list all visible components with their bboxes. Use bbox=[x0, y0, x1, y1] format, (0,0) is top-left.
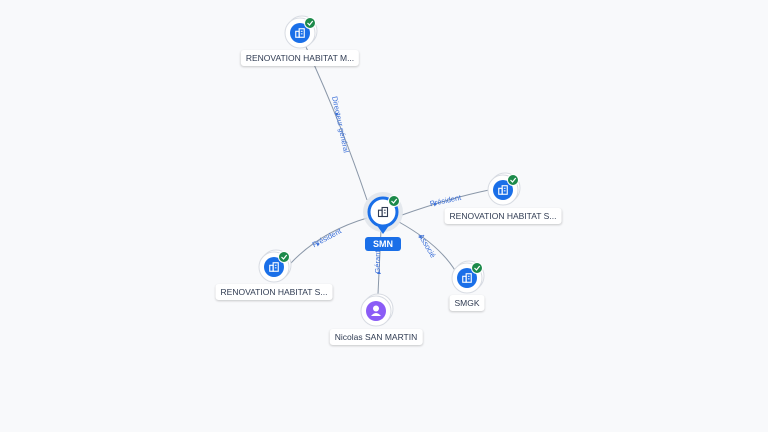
node-label[interactable]: SMGK bbox=[449, 295, 485, 311]
verified-check-icon bbox=[388, 195, 400, 207]
edge-arrow-icon bbox=[334, 112, 339, 116]
node-company[interactable] bbox=[284, 15, 318, 49]
verified-check-icon bbox=[304, 17, 316, 29]
person-icon bbox=[371, 305, 381, 316]
edge-label: Président bbox=[429, 193, 463, 209]
node-company[interactable] bbox=[487, 172, 521, 206]
edge-label: Directeur général bbox=[330, 95, 351, 153]
edge-arrow-icon bbox=[418, 235, 422, 239]
building-icon bbox=[498, 185, 508, 195]
edge-n4 bbox=[289, 217, 368, 265]
node-label[interactable]: RENOVATION HABITAT S... bbox=[444, 208, 562, 224]
verified-check-icon bbox=[471, 262, 483, 274]
center-node[interactable] bbox=[363, 192, 403, 234]
node-person[interactable] bbox=[360, 293, 394, 327]
edge-arrow-icon bbox=[315, 242, 320, 247]
node-company[interactable] bbox=[258, 249, 292, 283]
building-icon bbox=[377, 206, 389, 218]
node-label[interactable]: Nicolas SAN MARTIN bbox=[329, 329, 423, 345]
node-label[interactable]: RENOVATION HABITAT M... bbox=[240, 50, 360, 66]
edge-n2 bbox=[401, 189, 490, 216]
verified-check-icon bbox=[278, 251, 290, 263]
edge-arrow-icon bbox=[433, 202, 437, 207]
building-icon bbox=[269, 262, 279, 272]
node-label[interactable]: RENOVATION HABITAT S... bbox=[215, 284, 333, 300]
node-company[interactable] bbox=[451, 260, 485, 294]
edge-n3 bbox=[398, 221, 457, 273]
nodes-layer bbox=[258, 15, 521, 327]
edges-layer: Directeur généralPrésidentAssociéPréside… bbox=[289, 46, 490, 295]
center-node-label[interactable]: SMN bbox=[365, 237, 401, 251]
building-icon bbox=[295, 28, 305, 38]
verified-check-icon bbox=[507, 174, 519, 186]
building-icon bbox=[462, 273, 472, 283]
edge-label: Président bbox=[311, 226, 344, 249]
edge-label: Gérant bbox=[373, 250, 382, 274]
edge-arrow-icon bbox=[377, 271, 381, 274]
